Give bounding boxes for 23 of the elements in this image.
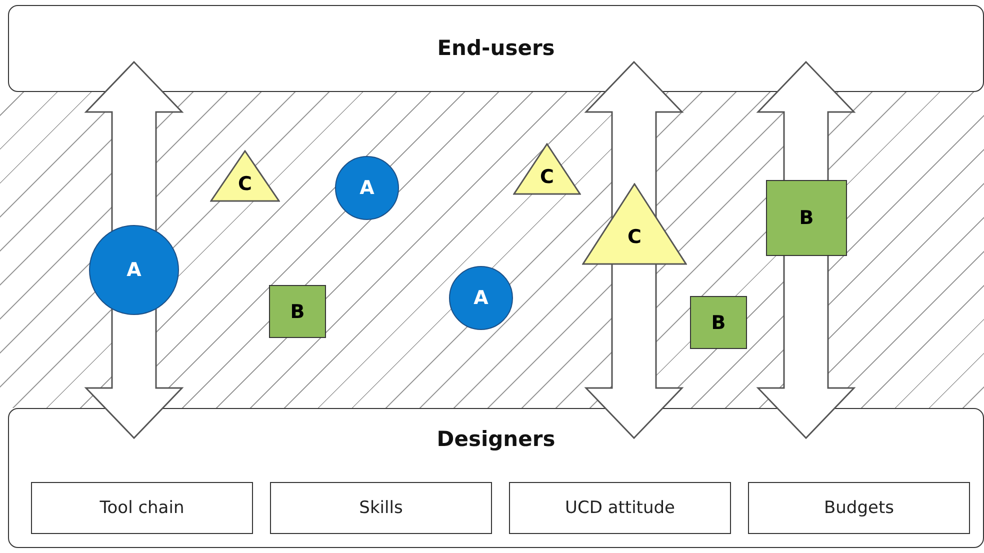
circle-shape [449, 266, 513, 330]
shape-letter: B [290, 300, 305, 322]
circle-shape [89, 225, 179, 315]
factor-box: Skills [270, 482, 492, 534]
square-shape [690, 296, 747, 349]
square-shape [269, 285, 326, 338]
circle-shape [335, 156, 399, 220]
shape-letter: C [238, 173, 252, 196]
group-box [8, 5, 984, 92]
shape-letter: C [540, 166, 554, 188]
shape-letter: B [799, 207, 814, 229]
shape-letter: A [126, 259, 142, 281]
shape-letter: B [711, 312, 726, 334]
factor-box: Tool chain [31, 482, 253, 534]
group-title: Designers [436, 427, 556, 451]
shape-letter: A [474, 287, 488, 309]
group-title: End-users [436, 36, 556, 60]
group-box [8, 408, 984, 548]
factor-box: Budgets [748, 482, 970, 534]
factor-box: UCD attitude [509, 482, 731, 534]
shape-letter: C [628, 226, 642, 248]
square-shape [766, 180, 847, 256]
shape-letter: A [360, 177, 374, 199]
